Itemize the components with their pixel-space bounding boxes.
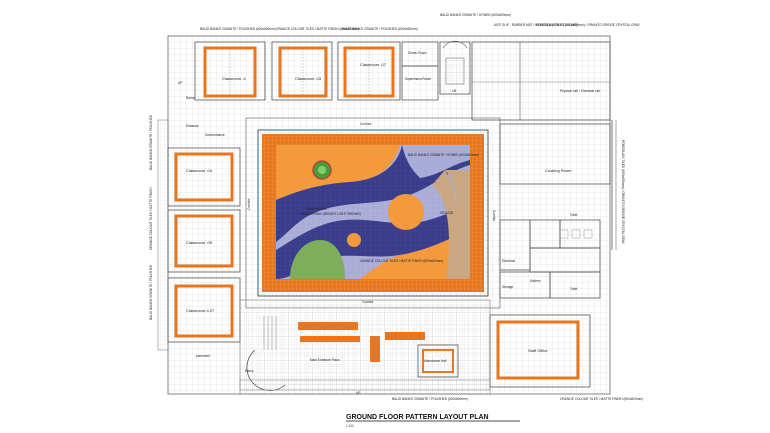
room-label-classroom-1: Classroom -4	[222, 76, 247, 81]
room-label-classroom-3: Classroom -07	[360, 62, 387, 67]
main-atrium	[245, 117, 501, 309]
room-label-attendance: Attendance Hall	[424, 359, 447, 363]
note-right-1: PORCELAIN TILES (600x600mm) / GRANITO GR…	[621, 140, 625, 245]
room-label-server: Server Room	[408, 51, 427, 55]
corridor-label-left: Corridor	[247, 198, 251, 210]
room-label-toilet-1: Toilet	[570, 213, 578, 217]
label-up-2: UP	[356, 391, 360, 395]
service-rooms	[401, 40, 471, 101]
room-label-classroom-4: Classroom -04	[186, 168, 213, 173]
note-top-3: BALDI BANKO GRANITE / POLISHED (600x600m…	[342, 27, 418, 31]
right-service-rooms	[499, 219, 601, 299]
room-label-physical-lab: Physical Lab / Chemical Lab	[560, 89, 600, 93]
room-label-classroom-6: Classroom-4.07	[186, 308, 215, 313]
plan-title: GROUND FLOOR PATTERN LAYOUT PLAN	[346, 414, 489, 421]
note-top-4: BALDI BANKO GRANITE / HONED (600x600mm)	[440, 13, 511, 17]
label-up-1: UP	[178, 81, 182, 85]
plan-scale: 1:100	[346, 424, 354, 428]
room-label-kitchen: Kitchen	[530, 279, 541, 283]
room-label-classroom-5: Classroom -05	[186, 240, 213, 245]
label-ramp-top: Ramp	[186, 96, 195, 100]
note-left-2: ORANGE COLOUR TILES / MATTE FINISH	[149, 187, 153, 250]
room-label-lift: Lift	[452, 89, 456, 93]
atrium-label-stage: STAGE	[440, 210, 454, 215]
room-label-toilet-2: Toilet	[570, 287, 578, 291]
room-label-classroom-2: Classroom -03	[295, 76, 322, 81]
note-top-2: ORANGE COLOUR TILES / MATTE FINISH (600x…	[276, 27, 359, 31]
atrium-label-main: MAIN ATRIUM	[306, 207, 327, 211]
corridor-label-right: Corridor	[492, 210, 496, 222]
label-ramp-bottom: Ramp	[245, 369, 254, 373]
corridor-label-top: Corridor	[360, 122, 372, 126]
room-label-supervision: Supervision Room	[405, 77, 431, 81]
label-subventrance: Subventrance	[205, 133, 225, 137]
bottom-label-main-entrance: Main Entrance Plaza	[310, 358, 340, 362]
label-pavement: pavement	[196, 354, 210, 358]
note-left-1: BALDI BANKO GRANITE / POLISHED	[149, 114, 153, 170]
room-label-electrical: Electrical	[502, 259, 515, 263]
note-top-6: PORCELAIN TILES (600x600mm) / GRANITO GR…	[536, 23, 641, 27]
label-entrance: Entrance	[186, 124, 199, 128]
note-left-3: BALDI BANKO GRANITE / POLISHED	[149, 264, 153, 320]
top-classrooms	[194, 41, 401, 101]
left-classrooms	[167, 147, 241, 343]
note-bottom-2: ORANGE COLOUR TILES / MATTE FINISH (600x…	[560, 397, 643, 401]
note-top-5: ANTI SLIP - RUBBER MAT / MOULDED (GREY C…	[494, 23, 578, 27]
room-label-cooking: Cooking Room	[545, 168, 572, 173]
note-top-1: BALDI BANKO GRANITE / POLISHED (600x600m…	[200, 27, 276, 31]
atrium-note-1: MAIN ATRIUM / (BRIGHT LIGHT BROWN)	[300, 212, 361, 216]
room-label-storage: Storage	[502, 285, 513, 289]
bottom-area	[239, 299, 491, 395]
atrium-note-3: ORANGE COLOUR TILES / MATTE FINISH (600x…	[360, 259, 443, 263]
room-label-staff-office: Staff Office	[528, 348, 548, 353]
note-bottom-1: BALDI BANKO GRANITE / POLISHED (600x600m…	[392, 397, 468, 401]
atrium-note-2: BALDI BANKO GRANITE / HONED (600x600mm)	[408, 153, 479, 157]
